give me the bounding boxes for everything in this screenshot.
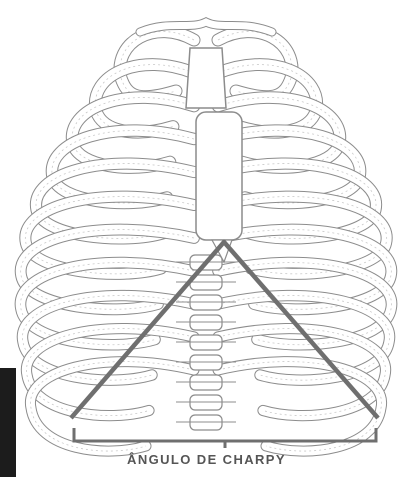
caption-bracket <box>74 428 376 441</box>
sternum <box>140 22 272 262</box>
sternum-body <box>196 112 242 240</box>
manubrium <box>186 48 226 108</box>
spine <box>176 255 236 430</box>
diagram-caption: ÂNGULO DE CHARPY <box>0 452 413 467</box>
